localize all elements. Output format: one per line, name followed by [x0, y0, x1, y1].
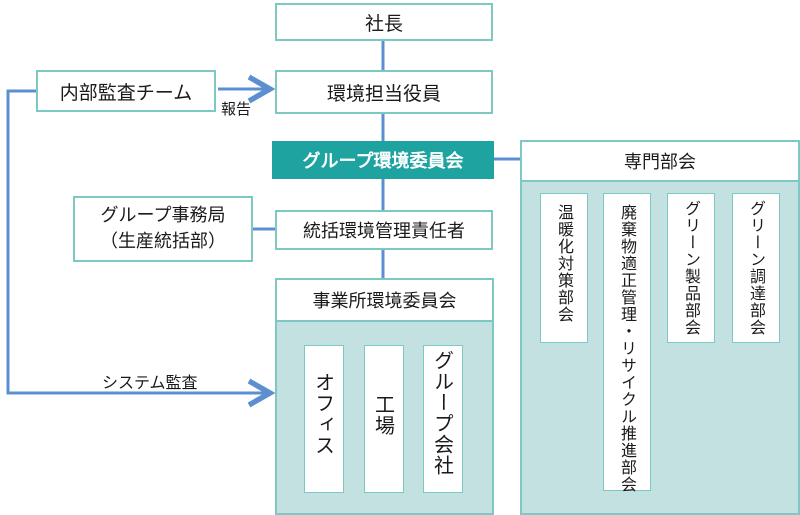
group-office-label-line2: （生産統括部）: [100, 231, 226, 252]
group-office-label-line1: グループ事務局: [100, 205, 226, 226]
internal-audit-label: 内部監査チーム: [59, 81, 193, 104]
expert-unit-green-product-label: グリーン製品部会: [682, 200, 701, 336]
env-officer-label: 環境担当役員: [326, 82, 441, 105]
group-committee-label: グループ環境委員会: [302, 151, 464, 172]
expert-unit-green-procurement-label: グリーン調達部会: [747, 200, 766, 336]
expert-committee-head: 専門部会: [522, 142, 798, 182]
env-manager-label: 統括環境管理責任者: [303, 221, 465, 242]
system-audit-arrow: [6, 89, 276, 408]
site-unit-group-company-label: グループ会社: [430, 350, 455, 476]
site-unit-factory: 工場: [364, 345, 404, 493]
site-unit-factory-label: 工場: [371, 394, 396, 436]
expert-unit-warming-label: 温暖化対策部会: [555, 204, 574, 323]
site-unit-office-label: オフィス: [311, 372, 336, 456]
group-office-box: グループ事務局 （生産統括部）: [73, 196, 253, 262]
expert-unit-green-procurement: グリーン調達部会: [732, 193, 780, 343]
internal-audit-box: 内部監査チーム: [36, 70, 216, 112]
expert-unit-waste-label: 廃棄物適正管理・リサイクル推進部会: [618, 204, 637, 493]
expert-committee-label: 専門部会: [624, 152, 696, 173]
group-committee-box: グループ環境委員会: [272, 141, 494, 179]
env-manager-box: 統括環境管理責任者: [275, 210, 493, 250]
expert-unit-green-product: グリーン製品部会: [667, 193, 715, 343]
system-audit-label: システム監査: [102, 373, 198, 392]
expert-unit-warming: 温暖化対策部会: [540, 193, 588, 343]
president-label: 社長: [364, 12, 403, 35]
site-unit-office: オフィス: [304, 345, 344, 493]
site-unit-group-company: グループ会社: [423, 345, 463, 493]
env-officer-box: 環境担当役員: [275, 70, 493, 114]
site-committee-label: 事業所環境委員会: [312, 291, 457, 312]
report-label: 報告: [221, 100, 252, 118]
president-box: 社長: [275, 3, 493, 41]
site-committee-head: 事業所環境委員会: [277, 280, 492, 322]
expert-unit-waste: 廃棄物適正管理・リサイクル推進部会: [603, 193, 651, 493]
